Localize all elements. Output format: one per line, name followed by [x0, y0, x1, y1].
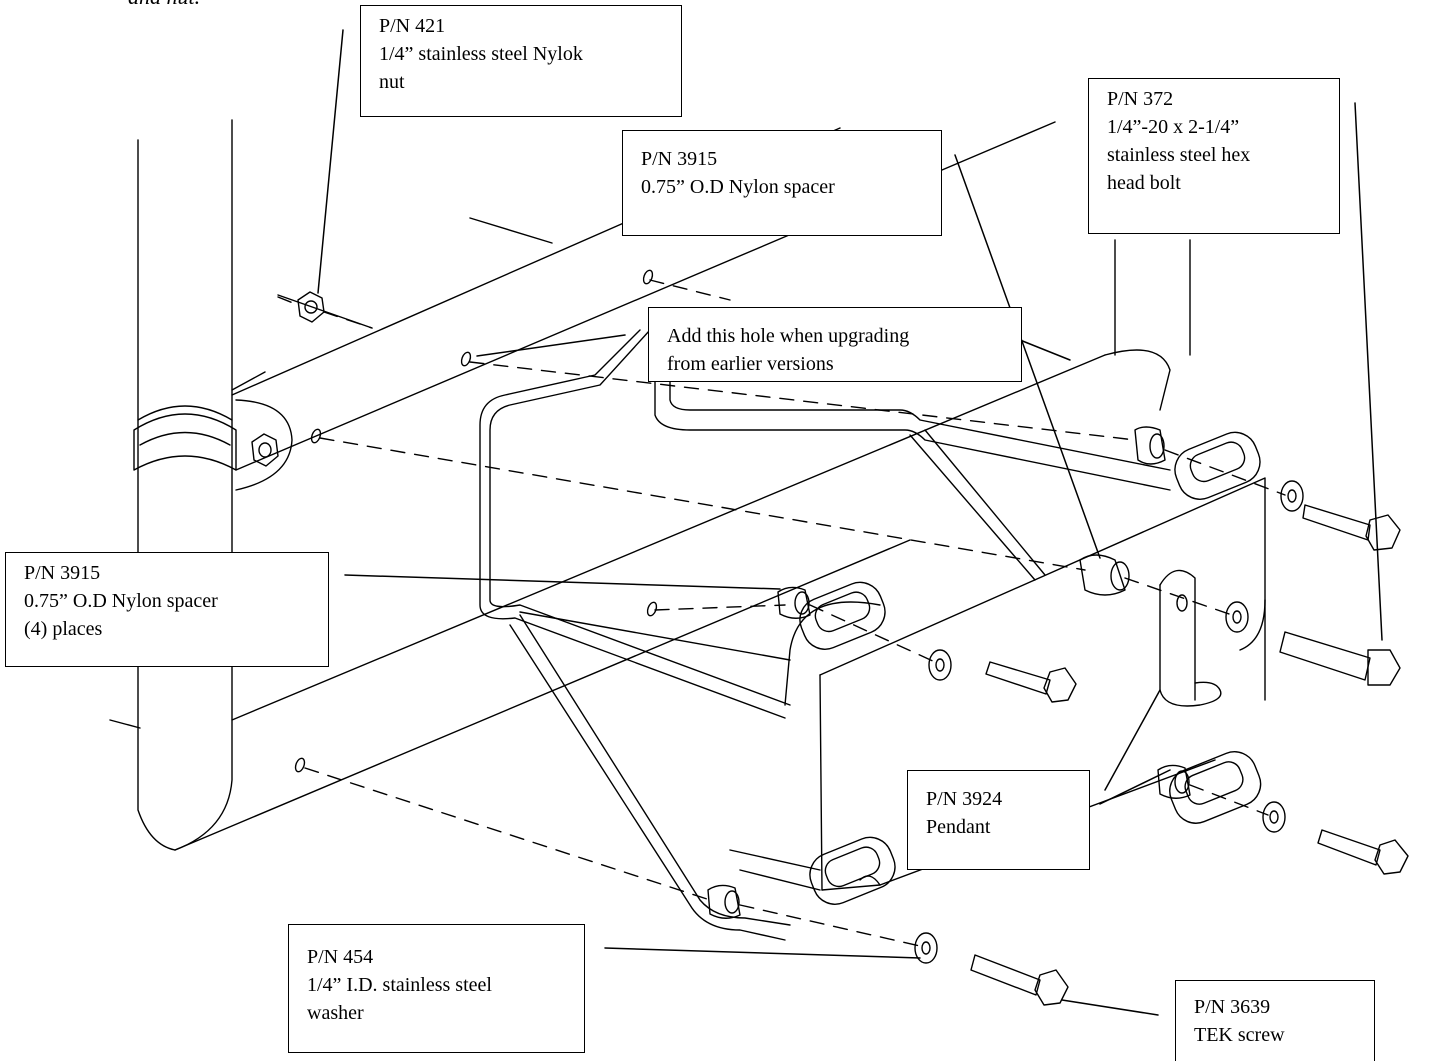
callout-text: from earlier versions [667, 353, 834, 375]
callout-pn: P/N 454 [307, 946, 374, 968]
right-wire-bracket [654, 339, 1171, 581]
callout-spacer-left: P/N 3915 0.75” O.D Nylon spacer (4) plac… [5, 552, 329, 667]
callout-text: (4) places [24, 618, 103, 640]
callout-hex-bolt: P/N 372 1/4”-20 x 2-1/4” stainless steel… [1088, 78, 1340, 234]
callout-text: TEK screw [1194, 1024, 1285, 1046]
vertical-tube [133, 119, 237, 851]
callout-text: 0.75” O.D Nylon spacer [24, 590, 218, 612]
callout-tek-screw: P/N 3639 TEK screw [1175, 980, 1375, 1061]
rail-holes [294, 269, 658, 773]
callout-pendant: P/N 3924 Pendant [907, 770, 1090, 870]
nylok-nuts [251, 291, 325, 467]
callout-text: 0.75” O.D Nylon spacer [641, 176, 835, 198]
callout-hole-note: Add this hole when upgrading from earlie… [648, 307, 1022, 382]
screws-and-bolts [970, 504, 1409, 1006]
callout-pn: P/N 3915 [24, 562, 101, 584]
callout-pn: P/N 421 [379, 15, 446, 37]
washers [914, 480, 1304, 964]
callout-pn: P/N 3915 [641, 148, 718, 170]
callout-text: washer [307, 1002, 364, 1024]
callout-text: 1/4”-20 x 2-1/4” [1107, 116, 1240, 138]
callout-pn: P/N 3924 [926, 788, 1003, 810]
assembly-center-lines [277, 279, 1286, 947]
header-fragment: and nut. [128, 0, 200, 10]
leader-lines [317, 29, 1383, 1016]
callout-text: nut [379, 71, 405, 93]
callout-text: Pendant [926, 816, 991, 838]
callout-text: stainless steel hex [1107, 144, 1251, 166]
callout-nylok-nut: P/N 421 1/4” stainless steel Nylok nut [360, 5, 682, 117]
callout-pn: P/N 372 [1107, 88, 1174, 110]
pendant [1159, 569, 1222, 707]
callout-text: 1/4” stainless steel Nylok [379, 43, 583, 65]
callout-washer: P/N 454 1/4” I.D. stainless steel washer [288, 924, 585, 1053]
callout-spacer-top: P/N 3915 0.75” O.D Nylon spacer [622, 130, 942, 236]
lower-rail [109, 354, 1106, 851]
rear-frame [1104, 239, 1191, 411]
bracket-slots [799, 431, 1262, 905]
callout-text: head bolt [1107, 172, 1181, 194]
left-wire-bracket [479, 329, 881, 941]
callout-text: Add this hole when upgrading [667, 325, 910, 347]
callout-text: 1/4” I.D. stainless steel [307, 974, 492, 996]
nylon-spacers [707, 426, 1191, 919]
callout-pn: P/N 3639 [1194, 996, 1271, 1018]
